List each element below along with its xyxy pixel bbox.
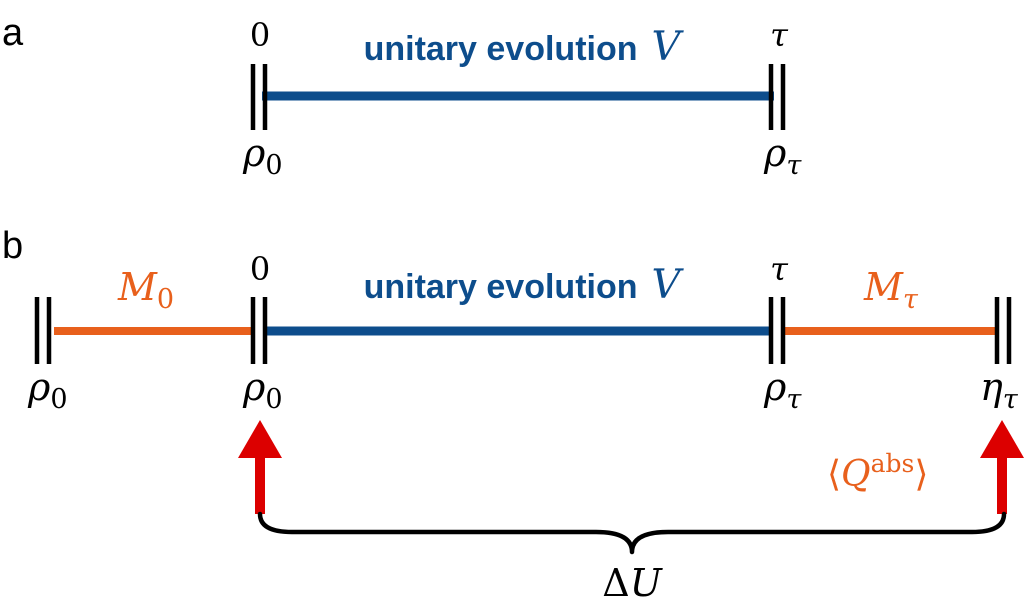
energy-change-label: ΔU <box>602 561 663 605</box>
panel-b-measure-end: Mτ <box>863 265 919 315</box>
panel-a-time-start: 0 <box>250 16 270 54</box>
panel-b-process-label: unitary evolution V <box>364 262 685 308</box>
arrow-up-icon <box>238 420 282 514</box>
panel-a-end-barrier <box>768 64 786 130</box>
panel-a-state-end: ρτ <box>763 131 802 181</box>
panel-b-final-barrier <box>994 297 1012 364</box>
panel-b-start-barrier <box>250 297 268 364</box>
panel-a: a 0 τ unitary evolution V ρ0 ρτ <box>2 12 802 181</box>
panel-b-time-start: 0 <box>250 250 270 288</box>
panel-a-process-text: unitary evolution <box>364 30 638 68</box>
panel-b-state-final: ητ <box>980 365 1019 415</box>
panel-a-time-end: τ <box>770 16 789 54</box>
panel-a-start-barrier <box>250 64 268 130</box>
panel-b-state-start: ρ0 <box>242 365 283 415</box>
panel-b-state-end: ρτ <box>763 365 802 415</box>
panel-b-initial-barrier <box>34 297 52 364</box>
heat-absorbed-label: ⟨Qabs⟩ <box>827 449 928 495</box>
panel-a-state-start: ρ0 <box>242 131 283 181</box>
panel-a-process-symbol: V <box>652 24 685 70</box>
panel-b-label: b <box>2 225 23 267</box>
panel-b-process-text: unitary evolution <box>364 268 638 306</box>
arrow-up-icon <box>980 420 1024 514</box>
energy-brace <box>257 511 1007 555</box>
panel-b-state-initial: ρ0 <box>27 365 68 415</box>
panel-a-process-label: unitary evolution V <box>364 24 685 70</box>
panel-b-end-barrier <box>768 297 786 364</box>
panel-b-process-symbol: V <box>652 262 685 308</box>
panel-b-time-end: τ <box>770 250 789 288</box>
panel-b-measure-start: M0 <box>117 265 174 315</box>
panel-a-label: a <box>2 12 24 54</box>
